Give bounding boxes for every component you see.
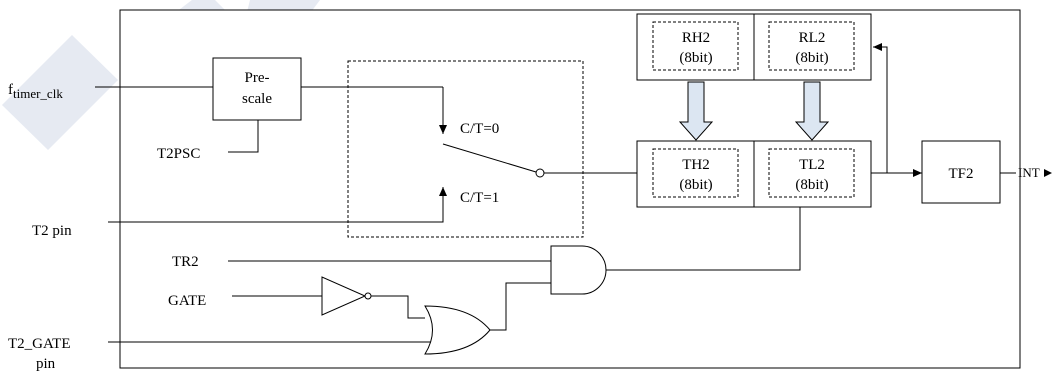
rh2-bits: (8bit) xyxy=(679,50,712,66)
ct1-label: C/T=1 xyxy=(460,190,499,206)
rl2-bits: (8bit) xyxy=(795,50,828,66)
prescale-label-1: Pre- xyxy=(245,70,270,86)
not-out-wire xyxy=(371,295,425,319)
th2-bits: (8bit) xyxy=(679,177,712,193)
not-bubble xyxy=(364,292,372,300)
int-label: INT xyxy=(1018,165,1040,180)
th2-inner xyxy=(652,148,739,198)
t2gate-label-2: pin xyxy=(36,356,56,372)
ftimer-clk-label: ftimer_clk xyxy=(8,82,63,101)
switch-arm xyxy=(442,143,537,173)
gate-label: GATE xyxy=(168,293,206,309)
or-gate xyxy=(424,305,491,355)
not-gate xyxy=(321,276,367,316)
int-arrow xyxy=(1044,169,1052,177)
ct0-label: C/T=0 xyxy=(460,121,499,137)
reload-arrow-low xyxy=(794,81,830,141)
ftimer-clk-subscript: timer_clk xyxy=(13,86,63,101)
tf2-label: TF2 xyxy=(948,166,973,182)
switch-pivot xyxy=(535,168,545,178)
rl2-inner xyxy=(768,21,855,71)
and-out-wire xyxy=(606,207,801,271)
or-out-wire xyxy=(490,282,551,331)
tl2-inner xyxy=(768,148,855,198)
tl2-bits: (8bit) xyxy=(795,177,828,193)
rl2-label: RL2 xyxy=(799,30,826,46)
prescale-label-2: scale xyxy=(242,91,272,107)
reload-feedback-wire xyxy=(873,43,888,173)
reload-arrow-high xyxy=(678,81,714,141)
rh2-inner xyxy=(652,21,739,71)
tr2-label: TR2 xyxy=(172,254,199,270)
t2pin-label: T2 pin xyxy=(32,223,72,239)
and-gate xyxy=(550,245,607,295)
th2-label: TH2 xyxy=(682,157,710,173)
t2gate-label-1: T2_GATE xyxy=(8,336,71,352)
t2pin-wire xyxy=(108,187,447,223)
tl2-label: TL2 xyxy=(799,157,825,173)
tf2-block xyxy=(921,140,1001,204)
t2psc-wire xyxy=(228,120,259,153)
mode-switch-box xyxy=(347,60,584,238)
t2psc-label: T2PSC xyxy=(157,146,200,162)
rh2-label: RH2 xyxy=(682,30,710,46)
prescale-block xyxy=(212,57,302,121)
